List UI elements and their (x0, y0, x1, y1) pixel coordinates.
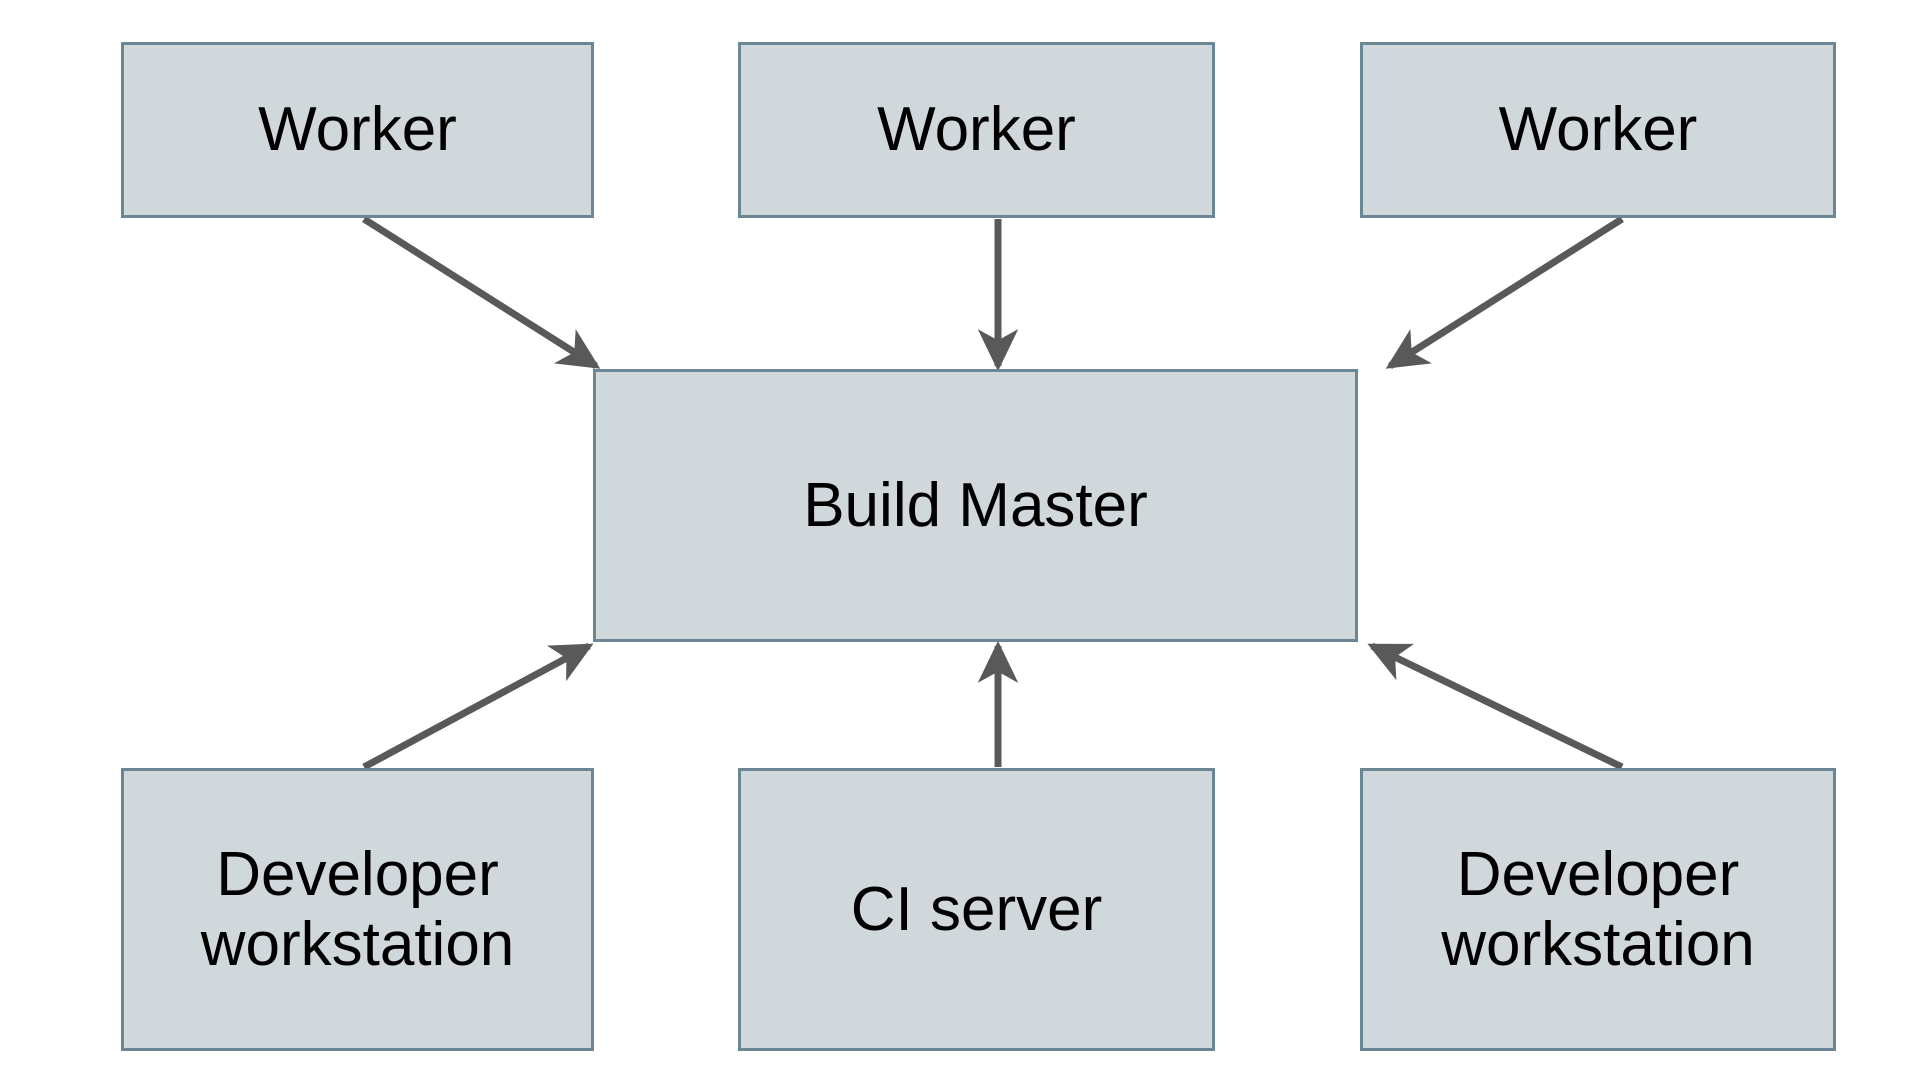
edge-dev-ws-2-to-build-master (1367, 642, 1624, 771)
node-worker-3-label: Worker (1498, 95, 1698, 165)
node-developer-workstation-right[interactable]: Developer workstation (1360, 768, 1836, 1051)
node-worker-3[interactable]: Worker (1360, 42, 1836, 218)
edge-dev-ws-1-to-build-master (362, 642, 594, 771)
node-developer-workstation-left[interactable]: Developer workstation (121, 768, 594, 1051)
edge-worker-3-to-build-master (1385, 216, 1624, 369)
node-worker-1[interactable]: Worker (121, 42, 594, 218)
node-developer-workstation-right-label: Developer workstation (1441, 840, 1755, 979)
node-ci-server-label: CI server (850, 874, 1103, 944)
node-worker-2[interactable]: Worker (738, 42, 1215, 218)
edge-worker-1-to-build-master (362, 216, 601, 369)
node-build-master[interactable]: Build Master (593, 369, 1358, 642)
node-developer-workstation-left-label: Developer workstation (200, 840, 515, 979)
node-ci-server[interactable]: CI server (738, 768, 1215, 1051)
node-worker-1-label: Worker (258, 95, 457, 165)
node-build-master-label: Build Master (803, 470, 1148, 540)
node-worker-2-label: Worker (877, 95, 1076, 165)
